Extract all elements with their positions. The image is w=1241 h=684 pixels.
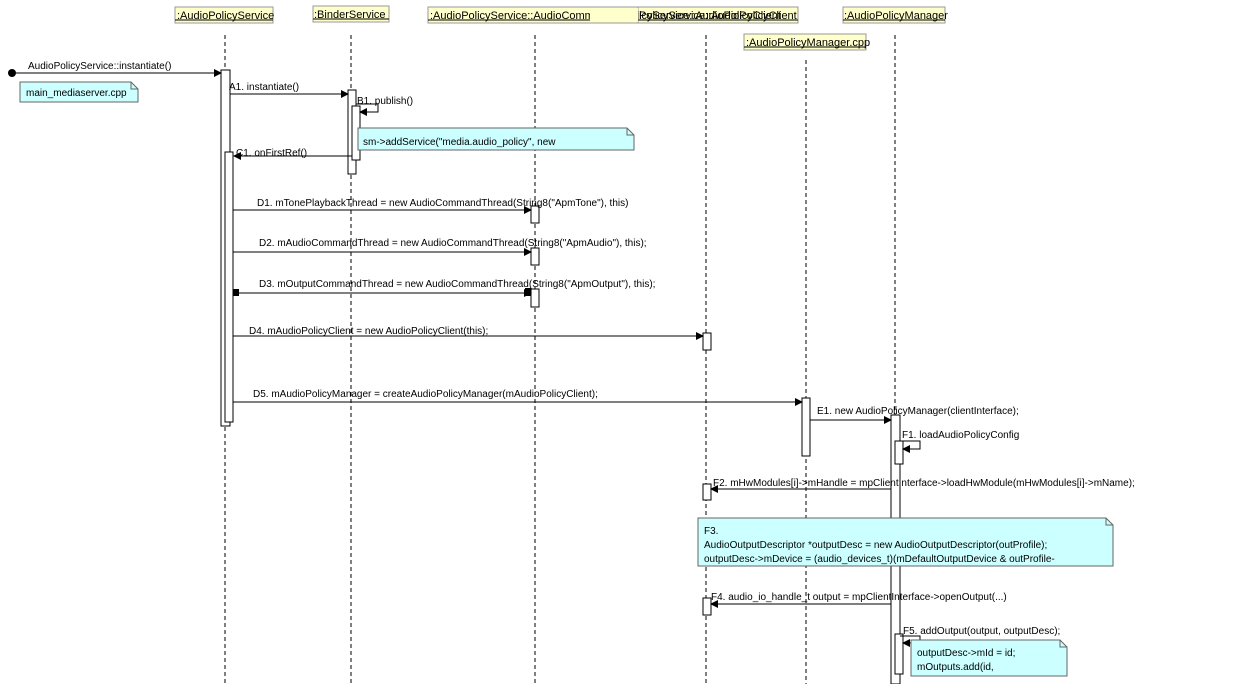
participant-label: :AudioPolicyManager [844, 10, 948, 22]
participant-label: :AudioPolicyManager.cpp [746, 37, 870, 49]
message-b1[interactable]: B1. publish() [356, 96, 413, 116]
message-label: D5. mAudioPolicyManager = createAudioPol… [253, 389, 598, 400]
activation-act-2 [530, 247, 540, 266]
activation-apm-f5 [894, 633, 904, 675]
message-label: D1. mTonePlaybackThread = new AudioComma… [257, 198, 628, 209]
message-d2[interactable]: D2. mAudioCommandThread = new AudioComma… [233, 238, 647, 256]
message-label: F1. loadAudioPolicyConfig [902, 430, 1019, 441]
message-label: F4. audio_io_handle_t output = mpClientI… [711, 592, 1007, 603]
participant-audiopolicyclient[interactable]: :AudioPolicyService::AudioPolicyClient P… [590, 6, 799, 24]
participant-audiopolicyservice[interactable]: :AudioPolicyService [174, 6, 274, 24]
participant-label: :AudioPolicyService::AudioPolicyClient [592, 10, 781, 22]
participant-label: :BinderService [314, 9, 386, 21]
participant-audiopolicymanager[interactable]: :AudioPolicyManager [842, 6, 948, 24]
note-text: sm->addService("media.audio_policy", new [363, 137, 556, 148]
message-label: D2. mAudioCommandThread = new AudioComma… [259, 238, 647, 249]
participant-label-clipped: PolicyService::AudioPolicyClient [639, 10, 797, 22]
message-f2[interactable]: F2. mHwModules[i]->mHandle = mpClientInt… [710, 478, 1135, 493]
activation-apc-1 [702, 332, 712, 351]
note-main-mediaserver[interactable]: main_mediaserver.cpp [19, 81, 139, 103]
message-label: AudioPolicyService::instantiate() [28, 61, 171, 72]
message-e1[interactable]: E1. new AudioPolicyManager(clientInterfa… [810, 406, 1019, 424]
message-a1[interactable]: A1. instantiate() [229, 82, 349, 98]
note-text: outputDesc->mDevice = (audio_devices_t)(… [704, 554, 1055, 565]
note-f3[interactable]: F3. AudioOutputDescriptor *outputDesc = … [697, 517, 1114, 567]
message-d1[interactable]: D1. mTonePlaybackThread = new AudioComma… [233, 198, 628, 214]
note-text: AudioOutputDescriptor *outputDesc = new … [704, 540, 1047, 551]
message-label: D4. mAudioPolicyClient = new AudioPolicy… [249, 326, 488, 337]
activation-apm-f1 [894, 440, 904, 465]
message-label: D3. mOutputCommandThread = new AudioComm… [259, 279, 655, 290]
message-label: A1. instantiate() [229, 82, 299, 93]
activation-act-3 [530, 288, 540, 308]
message-label: C1. onFirstRef() [236, 148, 307, 159]
message-d5[interactable]: D5. mAudioPolicyManager = createAudioPol… [233, 389, 803, 406]
message-c1[interactable]: C1. onFirstRef() [233, 148, 352, 160]
activation-apc-3 [702, 597, 712, 616]
message-label: B1. publish() [357, 96, 413, 107]
message-f1[interactable]: F1. loadAudioPolicyConfig [900, 430, 1019, 453]
participant-label: :AudioPolicyService [177, 10, 274, 22]
message-start[interactable]: AudioPolicyService::instantiate() [8, 61, 222, 77]
activation-act-1 [530, 205, 540, 224]
activation-cpp [801, 397, 811, 457]
message-f4[interactable]: F4. audio_io_handle_t output = mpClientI… [710, 592, 1007, 608]
note-add-service[interactable]: sm->addService("media.audio_policy", new [357, 127, 635, 151]
activation-aps-nested [224, 151, 234, 423]
message-label: F2. mHwModules[i]->mHandle = mpClientInt… [713, 478, 1135, 489]
note-text: outputDesc->mId = id; [917, 648, 1015, 659]
participant-binderservice[interactable]: :BinderService [312, 5, 390, 23]
note-text: main_mediaserver.cpp [26, 88, 127, 99]
message-label: F5. addOutput(output, outputDesc); [903, 626, 1060, 637]
note-text: F3. [704, 526, 718, 537]
message-d3[interactable]: D3. mOutputCommandThread = new AudioComm… [233, 279, 655, 297]
message-d4[interactable]: D4. mAudioPolicyClient = new AudioPolicy… [233, 326, 704, 340]
activation-apc-2 [702, 483, 712, 501]
participant-audiopolicymanager-cpp[interactable]: :AudioPolicyManager.cpp [743, 33, 870, 51]
message-label: E1. new AudioPolicyManager(clientInterfa… [817, 406, 1019, 417]
note-output[interactable]: outputDesc->mId = id; mOutputs.add(id, [910, 639, 1068, 677]
note-text: mOutputs.add(id, [917, 662, 994, 673]
